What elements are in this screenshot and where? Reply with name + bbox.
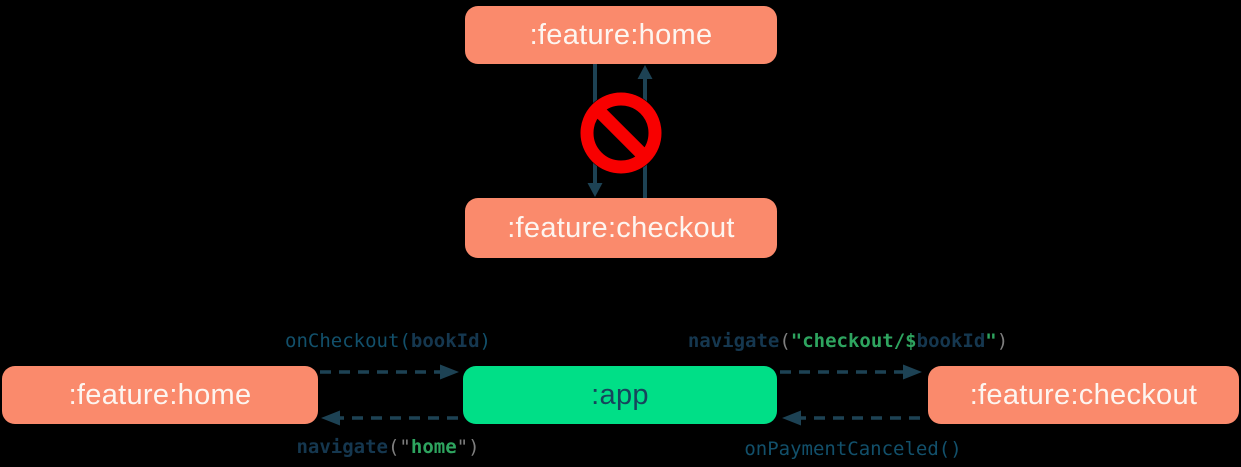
arrow-home-to-app	[320, 364, 459, 380]
edge-label-navigate-checkout: navigate("checkout/$bookId")	[687, 330, 1009, 352]
edge-label-oncheckout: onCheckout(bookId)	[285, 330, 491, 352]
arrow-checkout-to-home	[637, 65, 653, 198]
bottom-home-module-label: :feature:home	[68, 378, 252, 411]
top-home-module-box: :feature:home	[465, 6, 777, 64]
arrow-app-to-checkout	[780, 364, 922, 380]
arrow-home-to-checkout	[587, 64, 603, 197]
edge-label-navigate-home: navigate("home")	[296, 436, 480, 458]
bottom-checkout-module-box: :feature:checkout	[928, 366, 1239, 424]
bottom-app-module-label: :app	[591, 378, 649, 411]
bottom-app-module-box: :app	[463, 366, 777, 424]
top-checkout-module-box: :feature:checkout	[465, 198, 777, 258]
arrow-checkout-to-app	[782, 410, 920, 426]
top-home-module-label: :feature:home	[529, 18, 713, 51]
edge-label-onpaymentcanceled: onPaymentCanceled()	[744, 438, 962, 460]
bottom-checkout-module-label: :feature:checkout	[969, 378, 1198, 411]
bottom-home-module-box: :feature:home	[2, 366, 318, 424]
no-entry-icon	[580, 92, 662, 174]
top-checkout-module-label: :feature:checkout	[507, 211, 735, 244]
arrow-app-to-home	[321, 410, 458, 426]
